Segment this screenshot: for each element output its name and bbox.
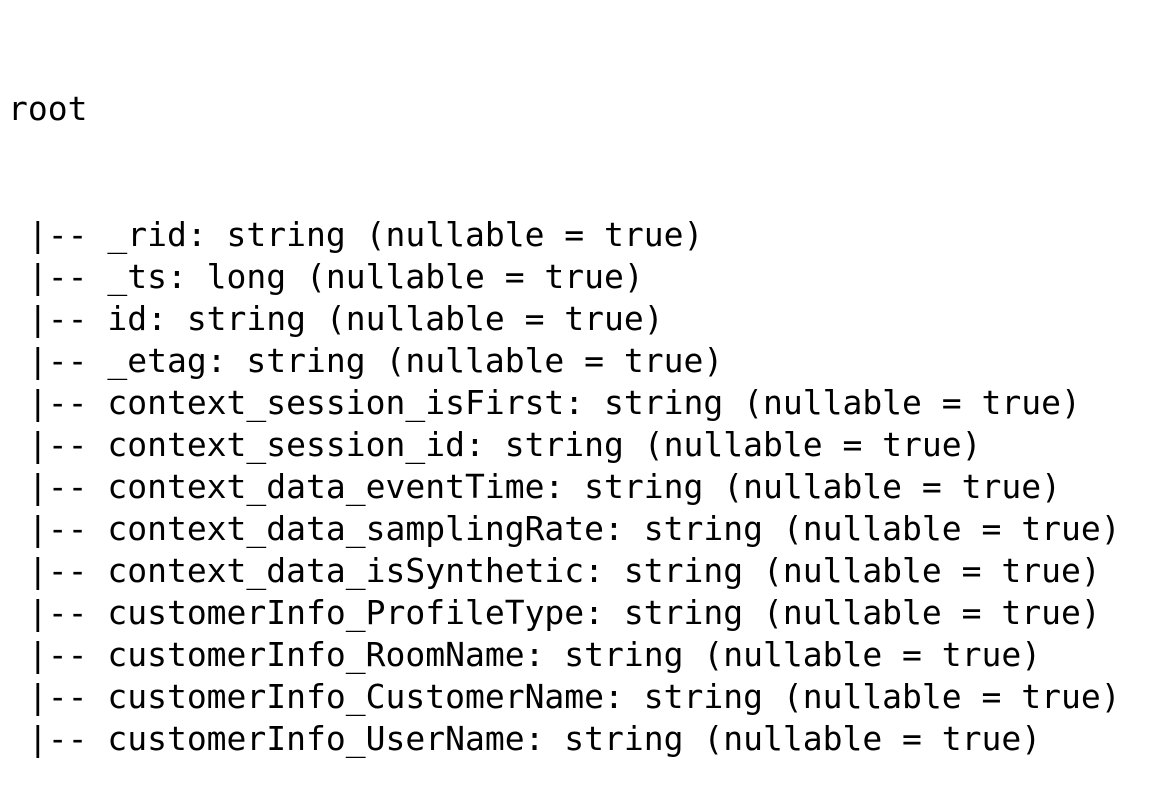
- tree-branch: |--: [8, 509, 108, 548]
- field-definition: customerInfo_RoomName: string (nullable …: [107, 635, 1042, 674]
- tree-branch: |--: [8, 551, 108, 590]
- schema-field: |-- _rid: string (nullable = true): [8, 214, 1150, 256]
- field-definition: customerInfo_ProfileType: string (nullab…: [107, 593, 1101, 632]
- field-definition: context_session_id: string (nullable = t…: [107, 425, 982, 464]
- tree-branch: |--: [8, 593, 108, 632]
- field-definition: _ts: long (nullable = true): [107, 257, 644, 296]
- tree-branch: |--: [8, 215, 108, 254]
- schema-field: |-- context_data_samplingRate: string (n…: [8, 508, 1150, 550]
- tree-branch: |--: [8, 341, 108, 380]
- field-definition: customerInfo_CustomerName: string (nulla…: [107, 677, 1121, 716]
- schema-fields: |-- _rid: string (nullable = true) |-- _…: [8, 214, 1150, 760]
- field-definition: _rid: string (nullable = true): [107, 215, 704, 254]
- field-definition: _etag: string (nullable = true): [107, 341, 724, 380]
- field-definition: context_data_isSynthetic: string (nullab…: [107, 551, 1101, 590]
- tree-branch: |--: [8, 635, 108, 674]
- tree-branch: |--: [8, 257, 108, 296]
- schema-field: |-- _ts: long (nullable = true): [8, 256, 1150, 298]
- field-definition: context_data_eventTime: string (nullable…: [107, 467, 1061, 506]
- tree-branch: |--: [8, 719, 108, 758]
- field-definition: customerInfo_UserName: string (nullable …: [107, 719, 1042, 758]
- tree-branch: |--: [8, 299, 108, 338]
- schema-field: |-- context_data_eventTime: string (null…: [8, 466, 1150, 508]
- field-definition: context_data_samplingRate: string (nulla…: [107, 509, 1121, 548]
- schema-field: |-- id: string (nullable = true): [8, 298, 1150, 340]
- schema-field: |-- customerInfo_ProfileType: string (nu…: [8, 592, 1150, 634]
- field-definition: id: string (nullable = true): [107, 299, 664, 338]
- tree-branch: |--: [8, 677, 108, 716]
- tree-branch: |--: [8, 383, 108, 422]
- schema-field: |-- context_session_isFirst: string (nul…: [8, 382, 1150, 424]
- schema-field: |-- context_data_isSynthetic: string (nu…: [8, 550, 1150, 592]
- schema-field: |-- customerInfo_CustomerName: string (n…: [8, 676, 1150, 718]
- field-definition: context_session_isFirst: string (nullabl…: [107, 383, 1081, 422]
- tree-branch: |--: [8, 467, 108, 506]
- schema-field: |-- _etag: string (nullable = true): [8, 340, 1150, 382]
- schema-field: |-- customerInfo_UserName: string (nulla…: [8, 718, 1150, 760]
- tree-branch: |--: [8, 425, 108, 464]
- schema-field: |-- customerInfo_RoomName: string (nulla…: [8, 634, 1150, 676]
- schema-field: |-- context_session_id: string (nullable…: [8, 424, 1150, 466]
- schema-root: root: [8, 89, 88, 128]
